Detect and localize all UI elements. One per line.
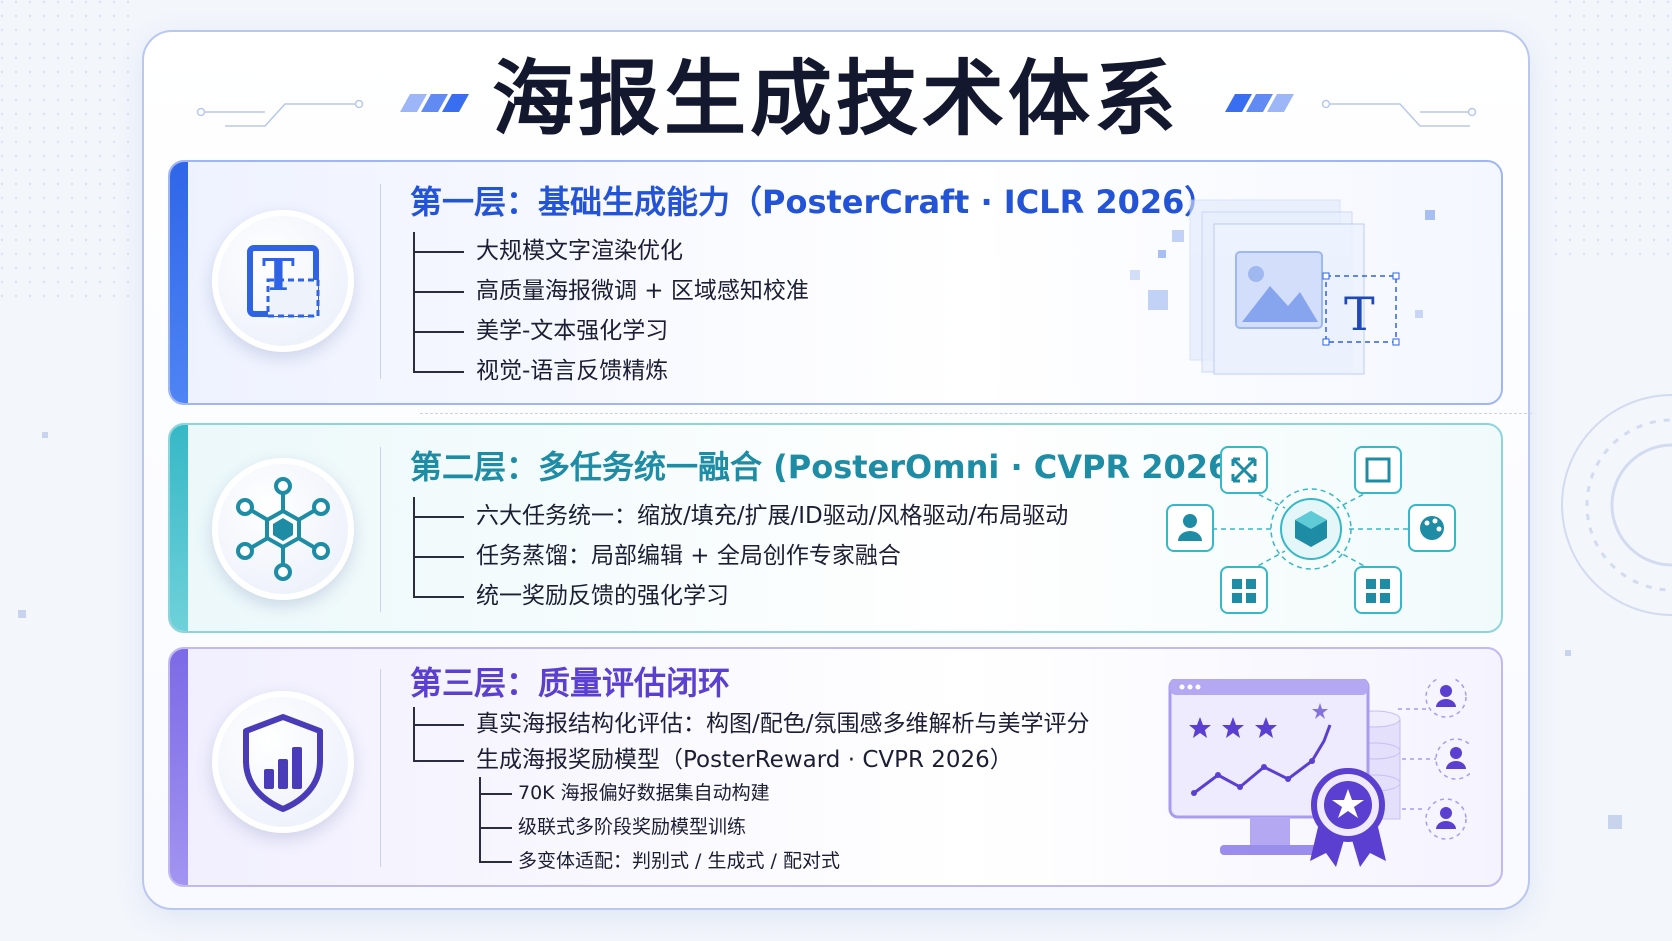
layer-3-divider (380, 669, 381, 867)
hub-network-icon (212, 458, 354, 600)
task-hub-icon (1166, 446, 1456, 614)
layer-1-title: 第一层：基础生成能力（PosterCraft · ICLR 2026） (410, 183, 1217, 221)
layer-1-panel: T 第一层：基础生成能力（PosterCraft · ICLR 2026） 大规… (168, 160, 1503, 405)
layer-2-panel: 第二层：多任务统一融合 (PosterOmni · CVPR 2026) 六大任… (168, 423, 1503, 633)
image-text-layers-icon: T (1130, 199, 1435, 375)
svg-text:T: T (262, 250, 295, 301)
text-frame-icon: T (212, 210, 354, 352)
layer-1-accent-bar (170, 162, 188, 403)
shield-chart-icon (212, 691, 354, 833)
layer-2-accent-bar (170, 425, 188, 631)
title-right-decoration (1225, 94, 1477, 127)
layer-2-title: 第二层：多任务统一融合 (PosterOmni · CVPR 2026) (410, 448, 1245, 486)
svg-text:T: T (1344, 287, 1375, 341)
title-left-decoration (196, 94, 469, 127)
layer-divider (420, 413, 1532, 414)
layer-2-divider (380, 447, 381, 612)
layer-1-divider (380, 184, 381, 379)
layer-3-title: 第三层：质量评估闭环 (410, 664, 731, 702)
layer-3-panel: 第三层：质量评估闭环 真实海报结构化评估：构图/配色/氛围感多维解析与美学评分 … (168, 647, 1503, 887)
layer-3-accent-bar (170, 649, 188, 885)
page-title: 海报生成技术体系 (491, 52, 1180, 147)
monitor-rating-icon (1168, 679, 1470, 867)
